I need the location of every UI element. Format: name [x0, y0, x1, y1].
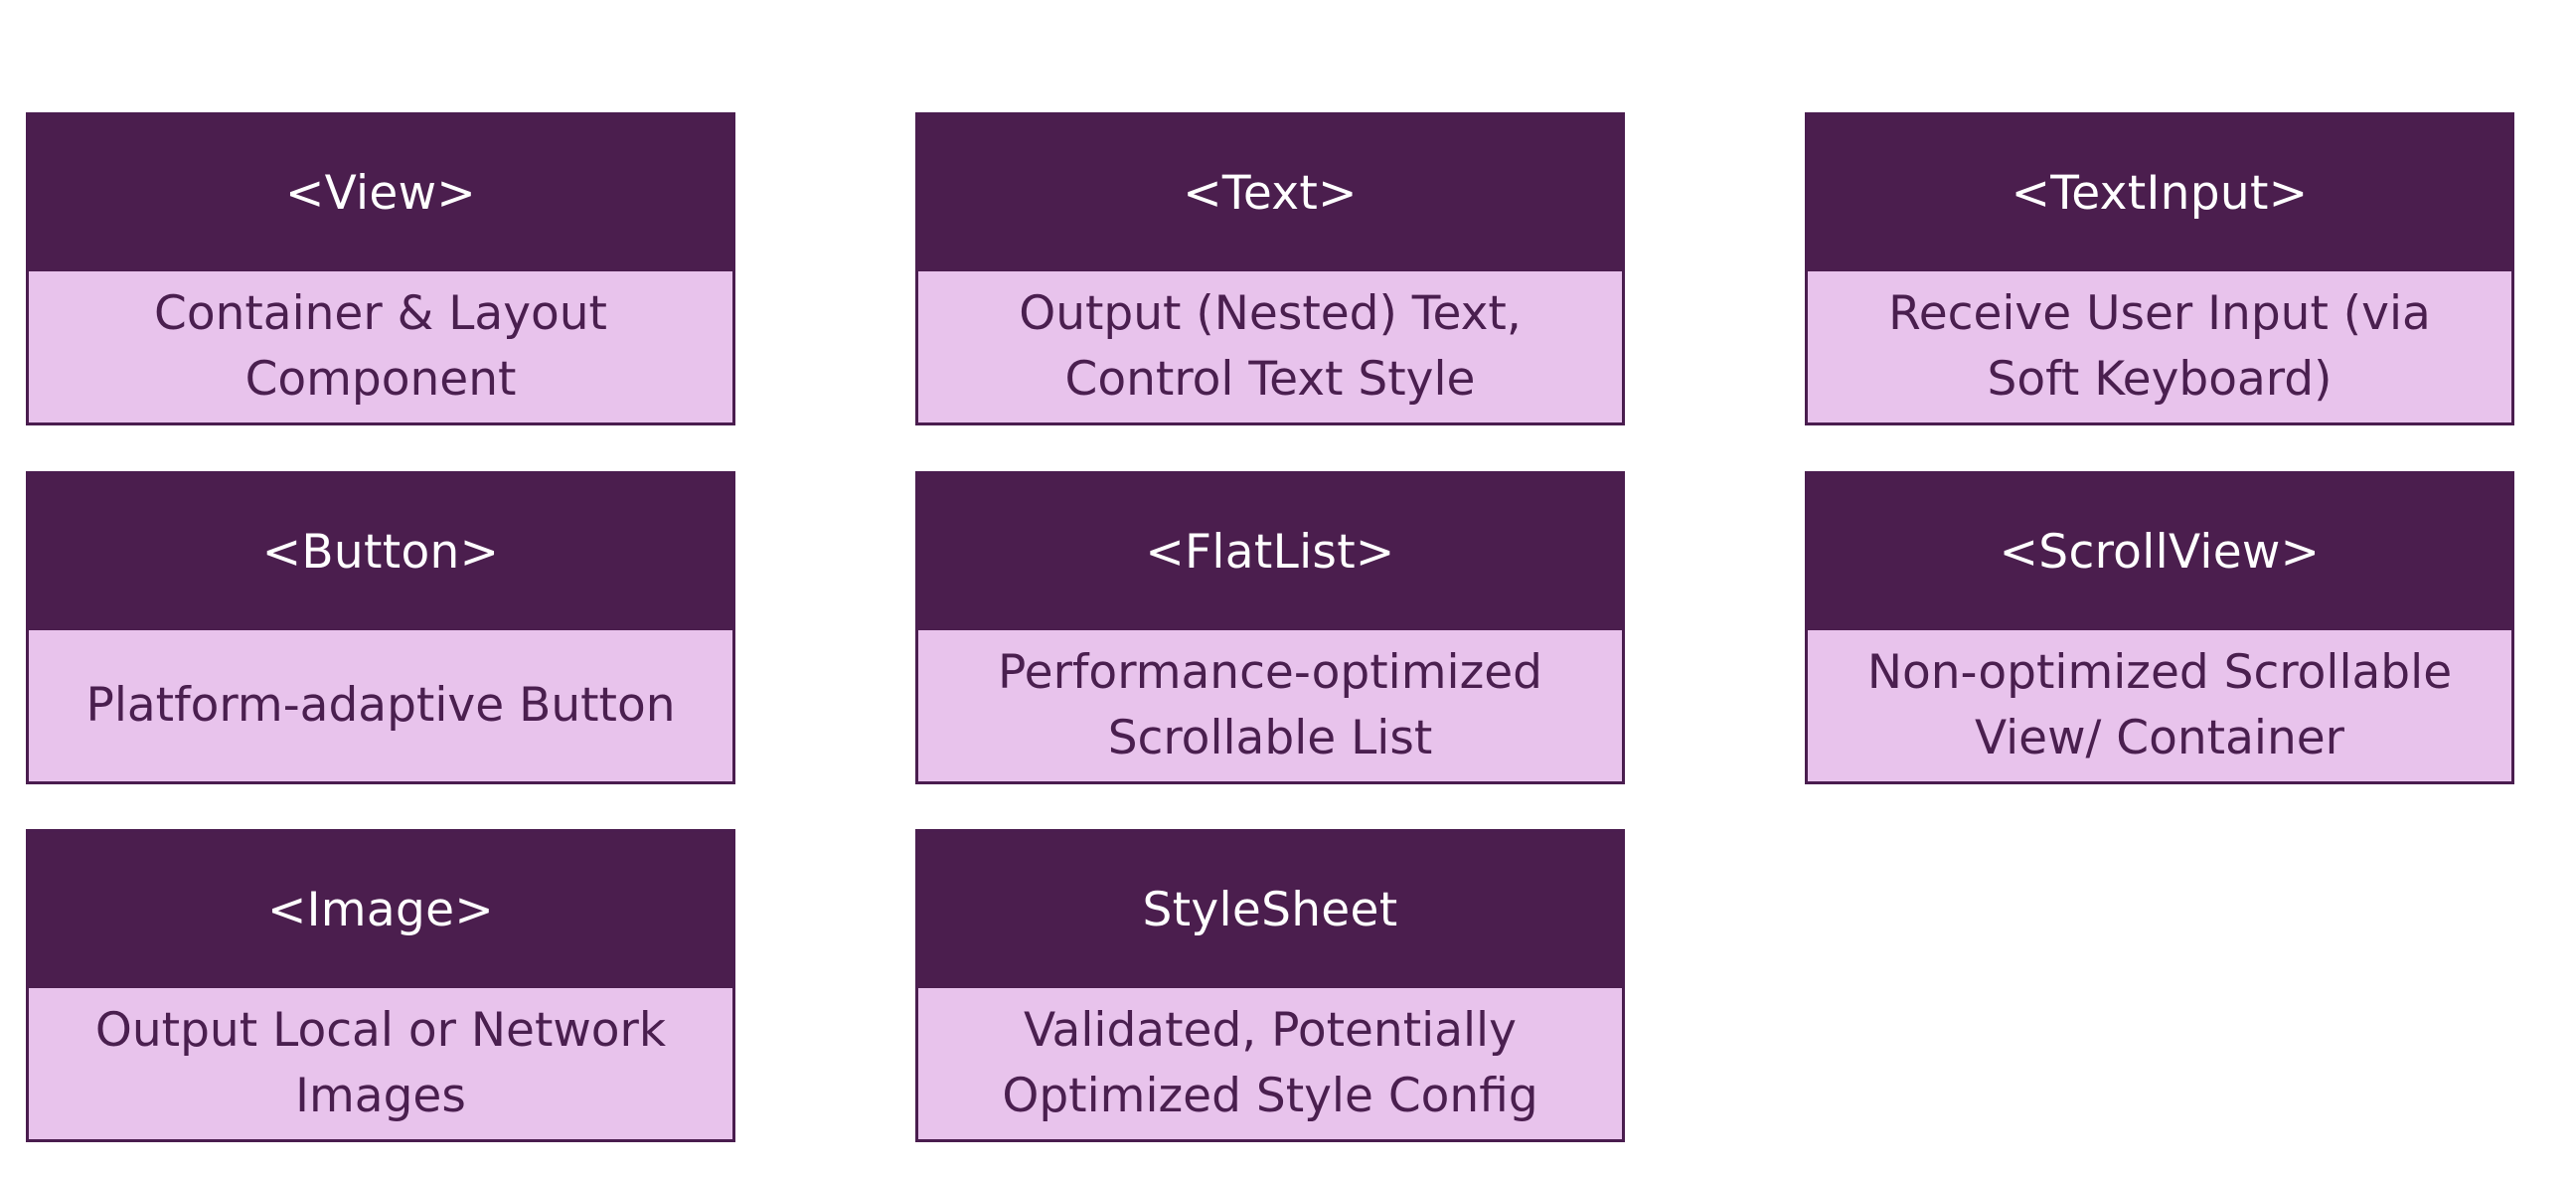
card-description-box: Validated, Potentially Optimized Style C…: [918, 988, 1622, 1139]
card-stylesheet: StyleSheet Validated, Potentially Optimi…: [915, 829, 1625, 1142]
card-textinput: <TextInput> Receive User Input (via Soft…: [1805, 112, 2514, 425]
card-description-box: Receive User Input (via Soft Keyboard): [1808, 271, 2511, 422]
card-description: Validated, Potentially Optimized Style C…: [1002, 1003, 1538, 1123]
card-title: StyleSheet: [918, 832, 1622, 988]
card-title: <TextInput>: [1808, 115, 2511, 271]
card-title: <Button>: [29, 474, 732, 630]
card-description: Output Local or Network Images: [94, 1003, 667, 1123]
card-description: Non-optimized Scrollable View/ Container: [1866, 645, 2453, 765]
card-image: <Image> Output Local or Network Images: [26, 829, 735, 1142]
card-description-box: Non-optimized Scrollable View/ Container: [1808, 630, 2511, 781]
card-description-box: Container & Layout Component: [29, 271, 732, 422]
card-view: <View> Container & Layout Component: [26, 112, 735, 425]
card-scrollview: <ScrollView> Non-optimized Scrollable Vi…: [1805, 471, 2514, 784]
card-title: <View>: [29, 115, 732, 271]
card-flatlist: <FlatList> Performance-optimized Scrolla…: [915, 471, 1625, 784]
card-text: <Text> Output (Nested) Text, Control Tex…: [915, 112, 1625, 425]
card-description: Receive User Input (via Soft Keyboard): [1888, 286, 2431, 407]
card-description: Performance-optimized Scrollable List: [997, 645, 1542, 765]
card-description: Output (Nested) Text, Control Text Style: [1019, 286, 1522, 407]
card-description: Container & Layout Component: [154, 286, 607, 407]
card-description-box: Output (Nested) Text, Control Text Style: [918, 271, 1622, 422]
card-title: <Text>: [918, 115, 1622, 271]
card-title: <ScrollView>: [1808, 474, 2511, 630]
card-title: <FlatList>: [918, 474, 1622, 630]
card-button: <Button> Platform-adaptive Button: [26, 471, 735, 784]
card-description-box: Output Local or Network Images: [29, 988, 732, 1139]
card-title: <Image>: [29, 832, 732, 988]
card-description-box: Platform-adaptive Button: [29, 630, 732, 781]
card-description-box: Performance-optimized Scrollable List: [918, 630, 1622, 781]
card-description: Platform-adaptive Button: [85, 678, 676, 733]
